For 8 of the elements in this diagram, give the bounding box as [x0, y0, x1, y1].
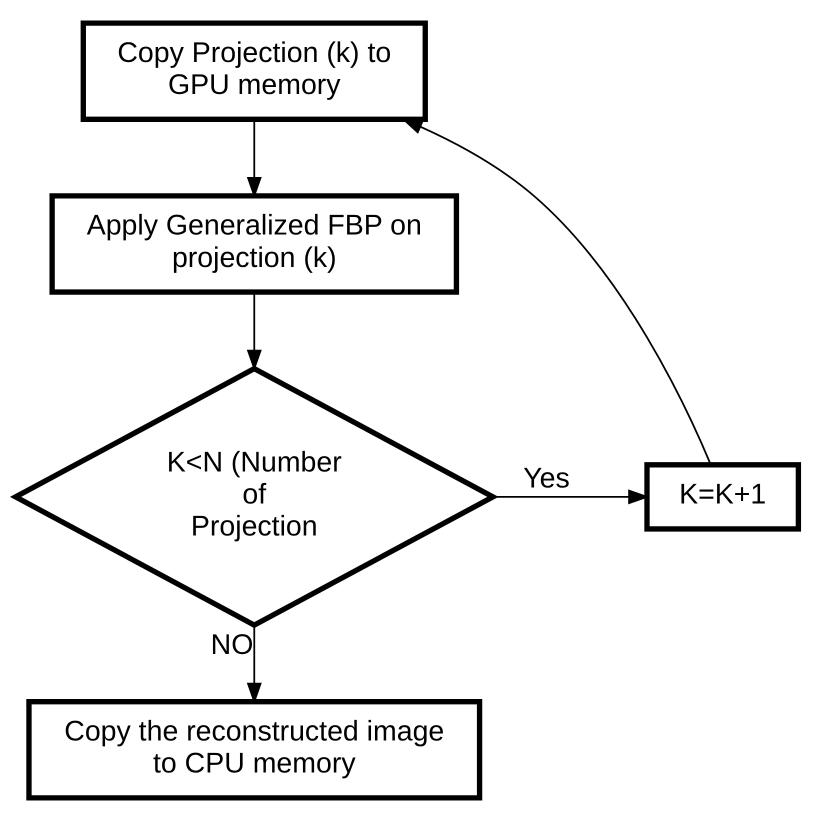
node-box: Copy Projection (k) to GPU memory — [80, 20, 428, 122]
edge-label: NO — [210, 629, 254, 662]
edge-label: Yes — [523, 462, 570, 495]
arrow — [246, 626, 262, 704]
node-box: K=K+1 — [644, 462, 802, 532]
node-diamond: K<N (Number of Projection — [10, 366, 499, 628]
node-box: Copy the reconstructed image to CPU memory — [26, 699, 482, 801]
node-box: Apply Generalized FBP on projection (k) — [49, 193, 460, 295]
